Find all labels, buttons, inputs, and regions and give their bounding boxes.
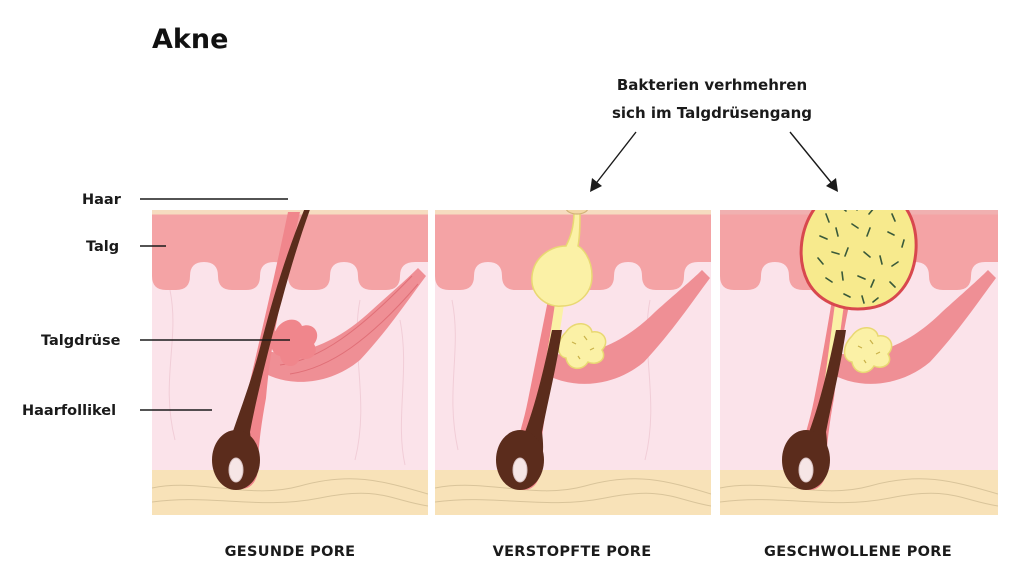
dermis-fibers — [168, 289, 406, 466]
fat-fibers — [720, 478, 998, 507]
arrow-to-clogged-pore — [593, 131, 637, 187]
dermal-papilla — [512, 457, 528, 483]
hair-shaft — [519, 330, 562, 467]
inflamed-pustule — [799, 210, 918, 311]
sebaceous-gland — [843, 327, 893, 374]
gland-texture — [857, 339, 881, 364]
hair-shaft — [227, 210, 310, 467]
page-title: Akne — [152, 24, 228, 55]
sebaceous-gland — [271, 319, 318, 367]
panel-healthy-pore: GESUNDE PORE — [152, 210, 428, 560]
sebaceous-gland — [557, 323, 607, 370]
pore-opening — [565, 210, 589, 215]
caption-clogged-pore: VERSTOPFTE PORE — [493, 544, 652, 560]
arrowhead-swollen — [826, 178, 838, 192]
arrow-to-swollen-pore — [789, 131, 835, 187]
annotation-line-2: sich im Talgdrüsengang — [612, 104, 812, 122]
annotation-bacteria: Bakterien verhmehren sich im Talgdrüseng… — [590, 76, 838, 192]
gland-texture — [571, 335, 595, 360]
arrowhead-clogged — [590, 178, 602, 192]
label-hair-text: Haar — [82, 192, 122, 208]
fat-fibers — [152, 478, 428, 507]
label-hair: Haar — [82, 192, 288, 208]
label-sebum-text: Talg — [86, 239, 119, 255]
dermal-papilla — [228, 457, 244, 483]
fat-fibers — [435, 478, 711, 507]
panel-swollen-pore: GESCHWOLLENE PORE — [720, 210, 998, 560]
dermis-fibers — [451, 299, 652, 461]
label-follicle-text: Haarfollikel — [22, 403, 116, 419]
label-gland: Talgdrüse — [41, 333, 290, 349]
fat-layer — [435, 470, 711, 515]
caption-swollen-pore: GESCHWOLLENE PORE — [764, 544, 952, 560]
fat-layer — [720, 470, 998, 515]
label-gland-text: Talgdrüse — [41, 333, 121, 349]
sebum-plug — [531, 211, 593, 307]
label-follicle: Haarfollikel — [22, 403, 212, 419]
panel-clogged-pore: VERSTOPFTE PORE — [435, 210, 711, 560]
caption-healthy-pore: GESUNDE PORE — [225, 544, 356, 560]
bacteria — [817, 210, 905, 304]
dermal-papilla — [798, 457, 814, 483]
label-sebum: Talg — [86, 239, 166, 255]
annotation-line-1: Bakterien verhmehren — [617, 76, 807, 94]
fat-layer — [152, 470, 428, 515]
